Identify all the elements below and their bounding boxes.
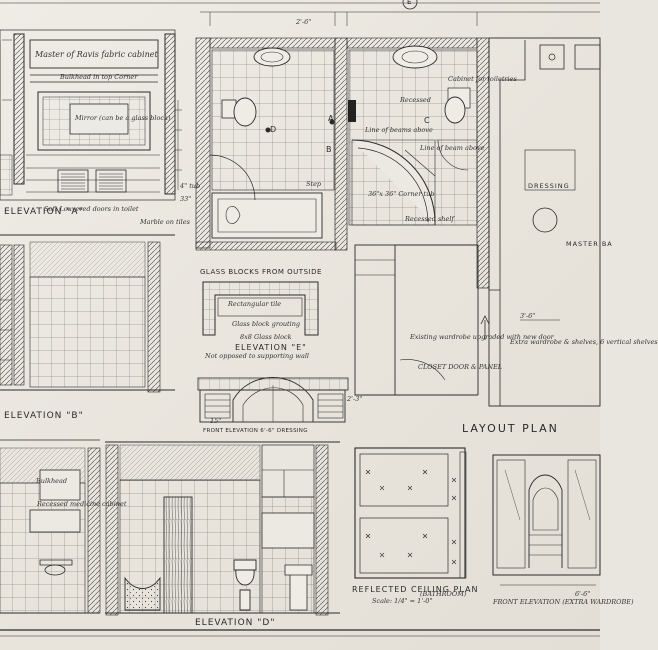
dim-2: 3'-6" [520, 312, 536, 320]
label-master-bath: MASTER BA [566, 240, 613, 248]
dim-3: 6'-6" [575, 590, 591, 598]
elevation-a [0, 29, 182, 201]
note-e3: 8x8 Glass block [240, 333, 292, 341]
note-a5: Marble on tiles [140, 218, 190, 226]
note-plan-cabinet: Cabinet for toiletries [448, 75, 517, 83]
dim-5: 2'-3" [347, 395, 363, 403]
note-e2: Glass block grouting [232, 320, 301, 328]
label-glass-blocks: GLASS BLOCKS FROM OUTSIDE [200, 268, 322, 276]
label-dressing: DRESSING [528, 182, 570, 190]
plan-letter-d: D [270, 125, 278, 134]
plan-letter-a: A [328, 114, 335, 123]
note-e4: Not opposed to supporting wall [205, 352, 309, 360]
ceiling-scale: Scale: 1/4" = 1'-0" [372, 597, 433, 605]
label-elevation-e: ELEVATION "E" [235, 343, 307, 352]
plan-letter-c: C [424, 116, 431, 125]
note-plan-existing-wardrobe: Existing wardrobe upgraded with new door [410, 333, 554, 341]
reflected-ceiling-plan [354, 447, 467, 579]
label-elevation-a: ELEVATION "A" [4, 207, 84, 217]
plan-letter-e: E [407, 0, 413, 6]
label-closet: CLOSET DOOR & PANEL [418, 363, 503, 371]
elevation-e [197, 281, 349, 423]
elevation-c-bottom-left [0, 439, 101, 614]
label-front-elevation-right: FRONT ELEVATION (EXTRA WARDROBE) [493, 598, 634, 606]
dim-6: 33" [180, 195, 192, 203]
dim-4: 15" [210, 417, 222, 425]
note-plan-step: Step [306, 180, 322, 188]
architectural-drawing [0, 0, 601, 637]
note-a2: Bulkhead in top Corner [60, 73, 138, 81]
wardrobe-elevation [492, 454, 601, 586]
label-elevation-b: ELEVATION "B" [4, 411, 84, 421]
note-plan-beam-above: Line of beam above [420, 144, 485, 152]
note-plan-recessed: Recessed [400, 96, 431, 104]
label-layout-plan: LAYOUT PLAN [462, 422, 559, 435]
dim-1: 2'-6" [296, 18, 312, 26]
note-a6: 4" tub [180, 182, 201, 190]
plan-letter-b: B [326, 145, 333, 154]
note-a3: Mirror (can be a glass block) [75, 114, 171, 122]
note-a1: Master of Ravis fabric cabinet [35, 50, 158, 59]
label-front-elevation: FRONT ELEVATION 6'-6" DRESSING [203, 428, 308, 434]
layout-plan [195, 0, 601, 407]
elevation-b [0, 234, 175, 393]
note-plan-extra-wardrobe: Extra wardrobe & shelves, 6 vertical she… [510, 338, 658, 346]
note-plan-beams: Line of beams above [365, 126, 433, 134]
label-ceiling-plan: REFLECTED CEILING PLAN [352, 585, 479, 594]
note-plan-recessed-shelf: Recessed shelf [405, 215, 454, 223]
note-plan-corner-tub: 36"x 36" Corner tub [368, 190, 435, 198]
note-a4: Soft Louvered doors in toilet [44, 205, 139, 213]
elevation-d [105, 441, 340, 616]
note-b1: Bulkhead [36, 477, 68, 485]
note-e1: Rectangular tile [228, 300, 282, 308]
label-elevation-d: ELEVATION "D" [195, 618, 276, 628]
ceiling-subtitle: (BATHROOM) [420, 590, 467, 598]
note-b2: Recessed medicine cabinet [37, 500, 127, 508]
